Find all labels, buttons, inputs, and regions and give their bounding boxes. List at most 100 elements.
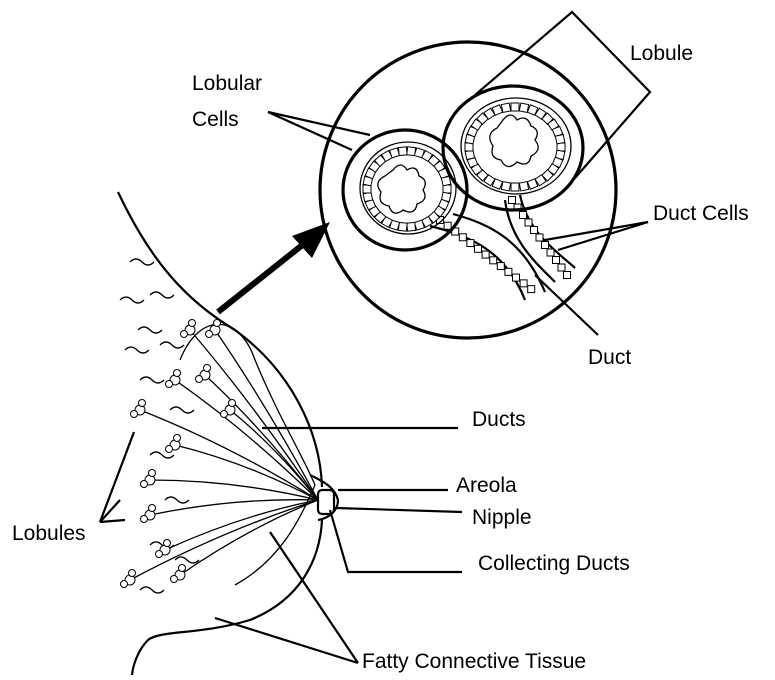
label-fatty-connective-tissue: Fatty Connective Tissue <box>362 650 586 673</box>
fat-stroke <box>150 452 174 458</box>
collecting-ducts-leader <box>330 510 462 572</box>
duct-cell <box>520 212 527 219</box>
lobule-bud <box>149 470 156 477</box>
label-areola: Areola <box>456 474 517 497</box>
duct-cell <box>467 240 474 247</box>
labels: Lobule Lobular Cells Duct Cells Duct Duc… <box>12 42 749 673</box>
lobules-leader <box>100 432 134 522</box>
label-collecting-ducts: Collecting Ducts <box>478 552 630 575</box>
duct-cell <box>509 197 516 204</box>
lobule-bud <box>229 400 236 407</box>
lobule-bud <box>206 331 213 338</box>
lobule-bud <box>171 576 178 583</box>
duct-cell <box>482 251 489 258</box>
lobule-bud <box>174 435 181 442</box>
fat-stroke <box>120 297 144 303</box>
lobular-cells-leader-a <box>268 112 370 135</box>
lobule-bud <box>164 540 171 547</box>
lobular-cell <box>441 176 450 185</box>
duct-cell <box>531 227 538 234</box>
fat-stroke <box>160 342 184 348</box>
right-lobule-lumen <box>490 115 538 167</box>
lobule-bud <box>181 331 188 338</box>
fat-stroke <box>165 497 189 503</box>
magnified-view <box>320 42 616 338</box>
fat-stroke <box>175 557 199 563</box>
duct-cell <box>475 245 482 252</box>
duct-cell <box>520 280 527 287</box>
lobule-bud <box>121 581 128 588</box>
lobule-bud <box>196 376 203 383</box>
duct-cell <box>547 249 554 256</box>
duct-branch <box>180 500 318 575</box>
lobular-cell <box>519 103 528 112</box>
duct-cell <box>536 234 543 241</box>
fat-stroke <box>125 347 149 353</box>
skin-upper-contour <box>118 192 322 487</box>
lobular-cell <box>511 183 519 191</box>
label-duct: Duct <box>588 346 631 369</box>
lobular-cell <box>501 103 510 112</box>
lobular-cell <box>465 150 474 159</box>
duct-cell <box>490 257 497 264</box>
duct-cell <box>444 222 451 229</box>
right-lobule-inner <box>461 98 571 194</box>
label-lobular-cells-2: Cells <box>192 108 239 131</box>
left-lobule-cells <box>363 147 451 231</box>
left-lobule-lumen <box>378 165 425 213</box>
duct-branch <box>150 500 318 515</box>
lobular-cell <box>443 185 451 193</box>
lobular-cell <box>555 134 564 143</box>
lobule-bud <box>166 446 173 453</box>
label-lobule: Lobule <box>630 42 693 65</box>
duct-branch <box>150 480 318 500</box>
duct-tree <box>121 320 319 588</box>
lobular-cell <box>363 185 371 193</box>
label-nipple: Nipple <box>472 506 532 529</box>
lobular-cell <box>363 192 372 201</box>
duct-cell <box>497 263 504 270</box>
duct-cell <box>558 264 565 271</box>
lobule-bud <box>174 370 181 377</box>
lobular-cell <box>557 143 565 151</box>
duct-cell <box>505 268 512 275</box>
fat-stroke <box>138 327 162 333</box>
lobule-bud <box>166 381 173 388</box>
fatty-tissue-strokes <box>120 259 199 593</box>
lobule-bud <box>149 505 156 512</box>
arrow-shaft <box>218 235 315 312</box>
lobular-cell <box>519 182 528 191</box>
lobular-cell <box>465 143 473 151</box>
right-lobule <box>443 86 583 210</box>
lobule-bud <box>131 411 138 418</box>
duct-cell <box>459 234 466 241</box>
fat-stroke <box>140 377 164 383</box>
left-lobule <box>343 130 467 250</box>
duct-cell <box>542 242 549 249</box>
arrow-head <box>292 222 330 258</box>
nipple-shape <box>318 490 334 514</box>
duct-leader <box>535 275 598 335</box>
lobule-bud <box>179 565 186 572</box>
label-lobules: Lobules <box>12 522 86 545</box>
lobule-bud <box>141 481 148 488</box>
lobule-bud <box>221 411 228 418</box>
lobule-bud <box>204 365 211 372</box>
lobule-bud <box>139 400 146 407</box>
lobular-cell <box>501 182 510 191</box>
lobule-bud <box>141 516 148 523</box>
duct-cell <box>553 257 560 264</box>
lobule-bud <box>189 320 196 327</box>
fat-stroke <box>140 587 164 593</box>
fat-stroke <box>170 407 194 413</box>
label-ducts: Ducts <box>472 408 526 431</box>
label-duct-cells: Duct Cells <box>653 202 749 225</box>
lobular-cell <box>398 147 407 156</box>
duct-cell <box>525 219 532 226</box>
fat-stroke <box>130 259 154 265</box>
duct-cell <box>564 272 571 279</box>
label-lobular-cells-1: Lobular <box>192 72 262 95</box>
left-lobule-inner <box>360 142 456 234</box>
